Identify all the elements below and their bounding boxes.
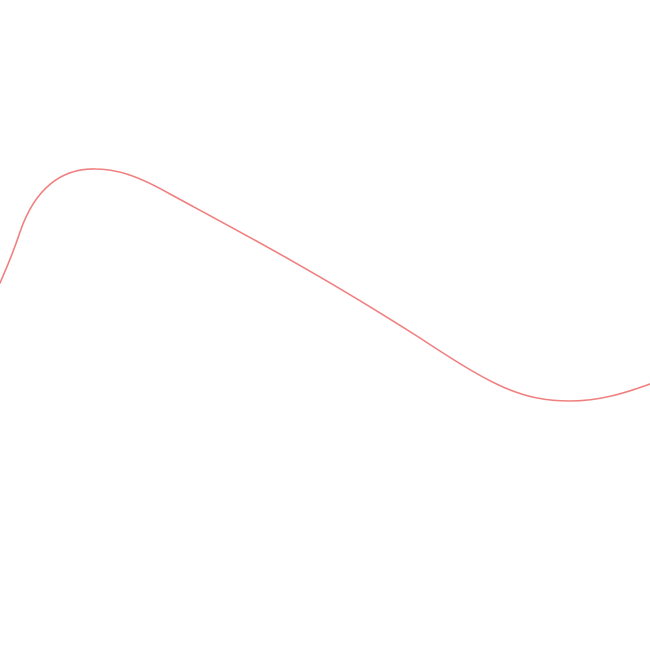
wave-curve-line	[0, 168, 650, 402]
